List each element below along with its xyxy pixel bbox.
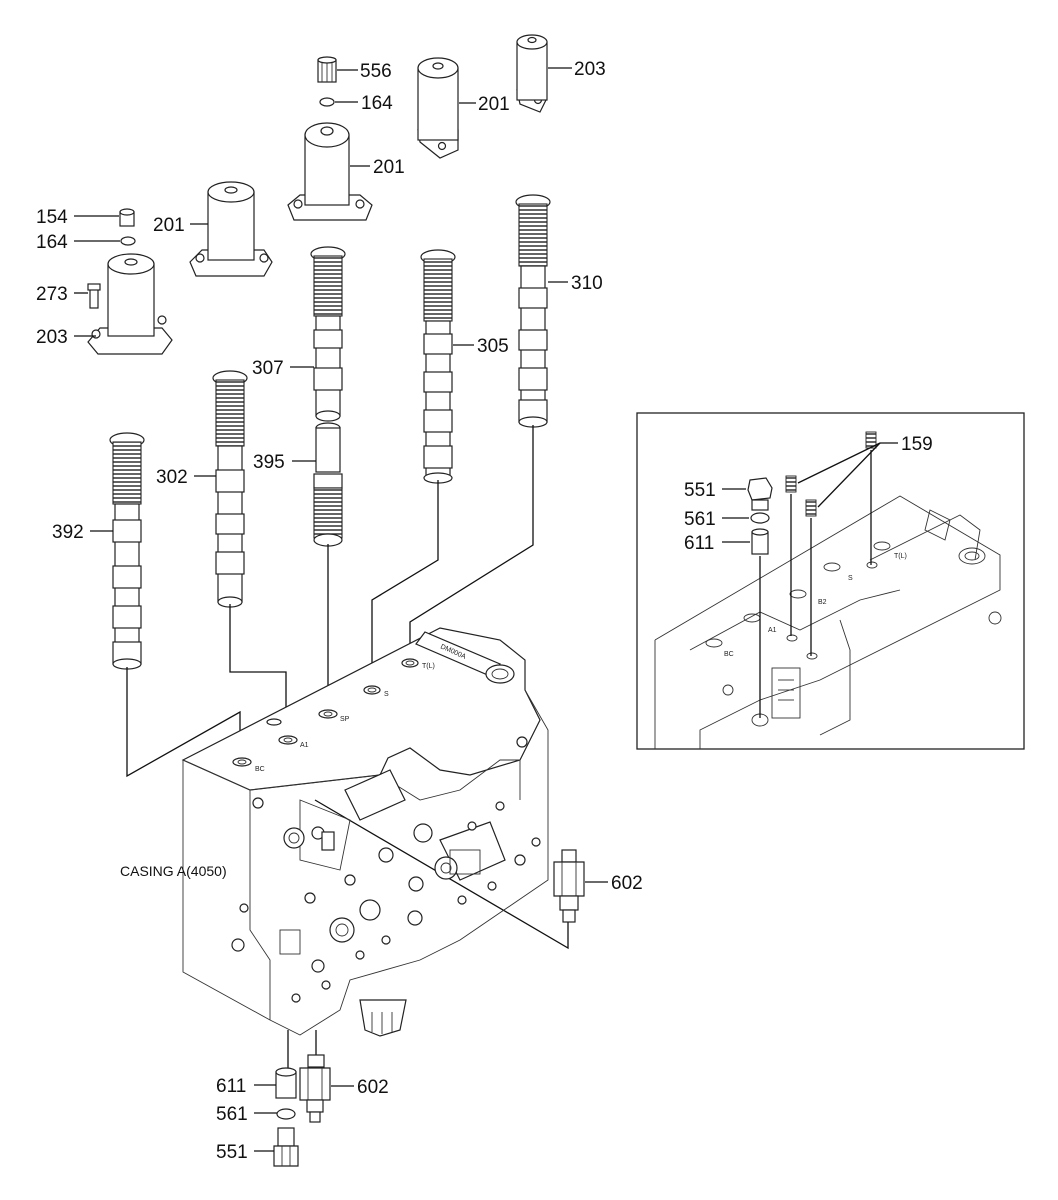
callout-201-left: 201	[153, 215, 185, 236]
port-mark-tl-main: T(L)	[422, 663, 435, 670]
oring-164-top	[319, 97, 335, 107]
callout-159: 159	[901, 434, 933, 455]
inset-port-bc: BC	[724, 651, 734, 658]
inset-port-s: S	[848, 575, 853, 582]
callout-611-bottom: 611	[216, 1076, 246, 1097]
inset-oring-561	[750, 512, 770, 524]
callout-556: 556	[360, 61, 392, 82]
callout-201-center: 201	[373, 157, 405, 178]
inset-port-b2: B2	[818, 599, 827, 606]
callout-154: 154	[36, 207, 68, 228]
callout-307: 307	[252, 358, 284, 379]
callout-203-top: 203	[574, 59, 606, 80]
spool-305	[420, 249, 456, 484]
callout-602-bottom: 602	[357, 1077, 389, 1098]
callout-561-bottom: 561	[216, 1104, 248, 1125]
callout-164-left: 164	[36, 232, 68, 253]
bolt-273	[87, 283, 101, 309]
port-mark-bc-main: BC	[255, 766, 265, 773]
callout-310: 310	[571, 273, 603, 294]
callout-551-inset: 551	[684, 480, 716, 501]
callout-561-inset: 561	[684, 509, 716, 530]
cap-203-left	[87, 253, 173, 355]
callout-302: 302	[156, 467, 188, 488]
relief-valve-602-bottom	[299, 1054, 331, 1123]
spool-302	[212, 370, 248, 608]
callout-164-top: 164	[361, 93, 393, 114]
solenoid-201-left	[189, 181, 273, 277]
plug-556	[317, 56, 337, 83]
assembly-lines	[126, 425, 569, 1072]
spool-307	[310, 246, 346, 422]
callout-395: 395	[253, 452, 285, 473]
plug-551-bottom	[273, 1127, 299, 1167]
callout-611-inset: 611	[684, 533, 714, 554]
callout-leaders	[74, 67, 608, 1152]
inset-screw-159-c	[805, 499, 817, 517]
callout-labels: 556 164 201 203 201 154 164 201 273 203 …	[36, 59, 933, 1163]
callout-203-left: 203	[36, 327, 68, 348]
piston-395	[313, 422, 343, 547]
plug-154	[119, 208, 135, 227]
port-mark-s-main: S	[384, 691, 389, 698]
callout-602-right: 602	[611, 873, 643, 894]
callout-201-top: 201	[478, 94, 510, 115]
port-mark-sp-main: SP	[340, 716, 350, 723]
solenoid-201-top	[417, 57, 459, 159]
oring-561-bottom	[276, 1108, 296, 1120]
solenoid-201-center	[287, 122, 373, 221]
sleeve-611-bottom	[275, 1067, 297, 1099]
casing-a: DM000A T(L) S SP A1 BC	[181, 627, 549, 1037]
spool-310	[515, 194, 551, 428]
inset-port-a1: A1	[768, 627, 777, 634]
callout-305: 305	[477, 336, 509, 357]
oring-164-left	[120, 236, 136, 246]
cap-203-top	[516, 34, 548, 113]
callout-273: 273	[36, 284, 68, 305]
inset-port-tl: T(L)	[894, 553, 907, 560]
inset-plug-551	[747, 477, 773, 501]
callout-551-bottom: 551	[216, 1142, 248, 1163]
port-mark-a1-main: A1	[300, 742, 309, 749]
callout-392: 392	[52, 522, 84, 543]
spool-392	[109, 432, 145, 670]
inset-screw-159-b	[785, 475, 797, 493]
casing-label: CASING A(4050)	[120, 863, 227, 879]
relief-valve-602-right	[553, 849, 585, 923]
inset-detail: T(L) S B2 A1 BC	[636, 412, 1025, 750]
